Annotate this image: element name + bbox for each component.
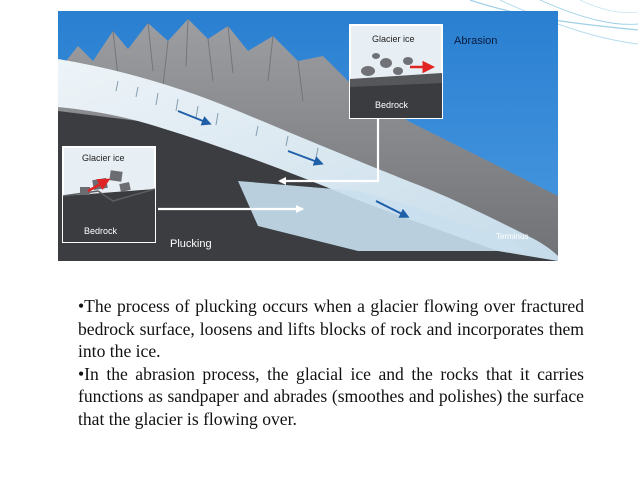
bullet-abrasion: •In the abrasion process, the glacial ic…: [78, 363, 584, 429]
glacier-erosion-diagram: Glacier ice Bedrock Abrasion Glacier ice…: [58, 11, 558, 261]
ice-flow-arrows: [177, 110, 410, 218]
caption-text-block: •The process of plucking occurs when a g…: [78, 295, 584, 430]
mountain-texture: [112, 18, 304, 102]
abrasion-inset-glacier-ice-label: Glacier ice: [372, 34, 415, 44]
glacier-lower-ice: [238, 181, 528, 251]
plucking-inset-bedrock-label: Bedrock: [84, 226, 118, 236]
bullet-plucking: •The process of plucking occurs when a g…: [78, 296, 584, 361]
connector-arrowhead-left: [278, 177, 286, 185]
plucking-motion-arrow: [87, 178, 111, 193]
abrasion-rock-fragments: [361, 53, 413, 76]
connector-arrowhead-right: [296, 205, 304, 213]
abrasion-title: Abrasion: [454, 35, 497, 47]
glacier-ice: [58, 59, 558, 261]
plucking-inset-glacier-ice-label: Glacier ice: [82, 153, 125, 163]
plucking-inset: [62, 146, 156, 243]
abrasion-inset-bedrock-label: Bedrock: [375, 100, 409, 110]
plucking-title: Plucking: [170, 238, 212, 250]
terminus-label: Terminus: [496, 232, 528, 241]
abrasion-inset: [349, 24, 443, 119]
